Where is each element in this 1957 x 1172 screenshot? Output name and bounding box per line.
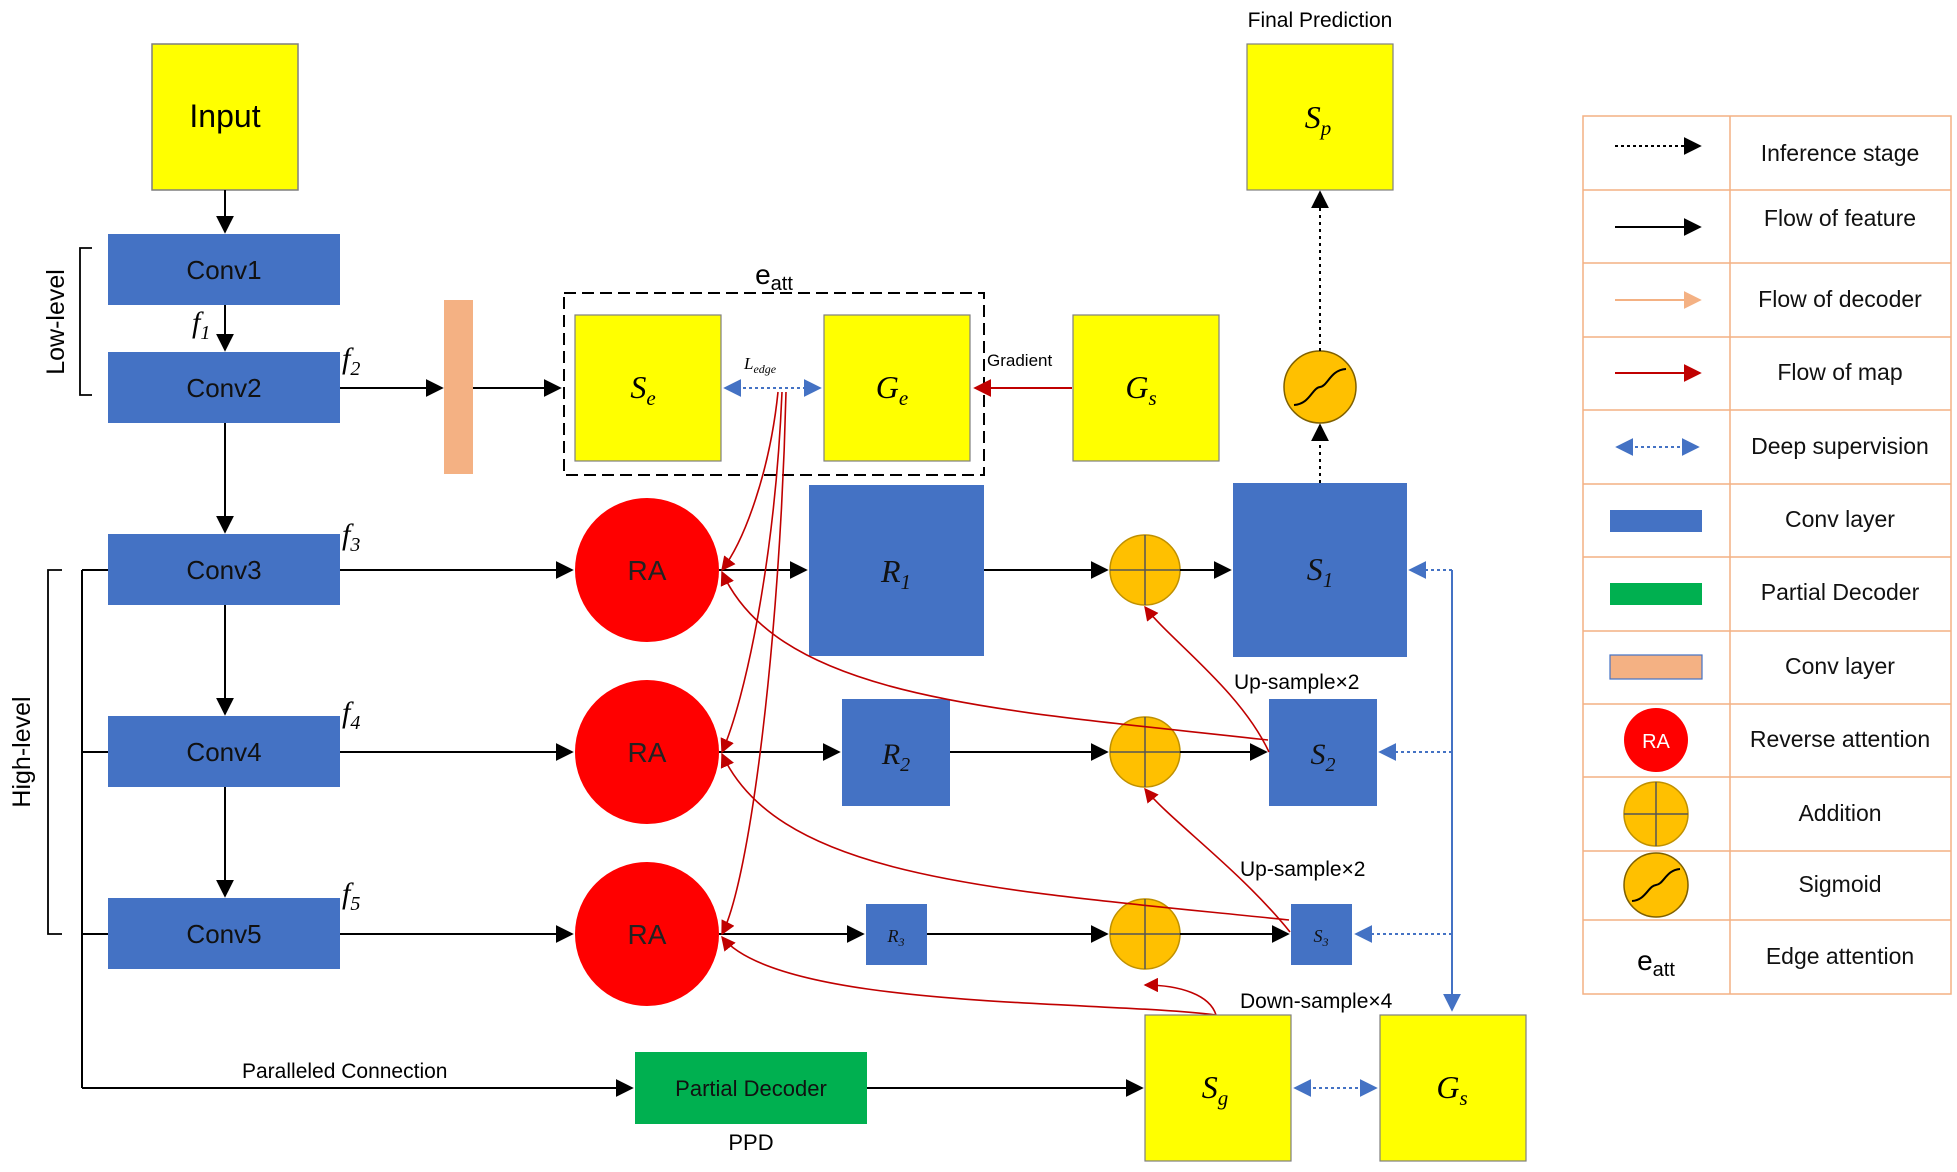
legend-label-map: Flow of map bbox=[1777, 359, 1902, 385]
legend-label-decoder: Flow of decoder bbox=[1758, 286, 1922, 312]
se-label: Se bbox=[630, 369, 655, 410]
gs-top-label: Gs bbox=[1125, 369, 1156, 410]
conv-to-ra-arrows bbox=[340, 561, 574, 943]
deep-supervision-lines bbox=[1354, 561, 1461, 1012]
legend-label-feature: Flow of feature bbox=[1764, 205, 1916, 231]
r-to-addition-arrows bbox=[927, 561, 1109, 943]
se-block: Se bbox=[574, 314, 722, 462]
r3-block: R3 bbox=[866, 904, 927, 965]
eatt-legend-symbol: eatt bbox=[1637, 945, 1675, 981]
legend-label-partial-decoder: Partial Decoder bbox=[1761, 579, 1920, 605]
green-rect-icon bbox=[1610, 583, 1702, 605]
legend-label-ra: Reverse attention bbox=[1750, 726, 1930, 752]
s2-block: S2 bbox=[1269, 699, 1377, 806]
upsample-map-flows bbox=[720, 570, 1291, 933]
r3-label: R3 bbox=[887, 926, 905, 949]
r2-block: R2 bbox=[842, 699, 950, 806]
low-level-label: Low-level bbox=[42, 269, 70, 375]
ppd-label: PPD bbox=[728, 1130, 773, 1155]
addition-node-1 bbox=[1109, 534, 1181, 606]
f3-label: f3 bbox=[342, 518, 360, 556]
downsample-label: Down-sample×4 bbox=[1240, 990, 1393, 1013]
ra-circle-3: RA bbox=[575, 862, 719, 1006]
input-block: Input bbox=[151, 43, 299, 191]
upsample-label-2: Up-sample×2 bbox=[1240, 858, 1365, 881]
partial-decoder-label: Partial Decoder bbox=[675, 1076, 827, 1101]
sg-block: Sg bbox=[1144, 1014, 1292, 1162]
input-label: Input bbox=[189, 98, 260, 134]
addition-to-s-arrows bbox=[1180, 561, 1290, 943]
conv4-block: Conv4 bbox=[108, 716, 340, 787]
legend-label-supervision: Deep supervision bbox=[1751, 433, 1929, 459]
s1-label: S1 bbox=[1307, 551, 1334, 592]
f2-label: f2 bbox=[342, 342, 360, 380]
high-level-bracket: High-level bbox=[8, 569, 62, 935]
gs-bottom-block: Gs bbox=[1379, 1014, 1527, 1162]
conv4-label: Conv4 bbox=[186, 737, 261, 767]
s2-label: S2 bbox=[1311, 738, 1336, 776]
r2-label: R2 bbox=[881, 738, 910, 776]
downsample-map-flows bbox=[721, 935, 1217, 1016]
r1-block: R1 bbox=[809, 485, 984, 656]
conv1-block: Conv1 bbox=[108, 234, 340, 305]
conv3-block: Conv3 bbox=[108, 534, 340, 605]
legend-label-conv: Conv layer bbox=[1785, 506, 1895, 532]
s3-block: S3 bbox=[1291, 904, 1352, 965]
addition-node-2 bbox=[1109, 716, 1181, 788]
ge-label: Ge bbox=[876, 369, 908, 410]
feature-labels: f1 f2 f3 f4 f5 bbox=[192, 306, 360, 915]
ra-circle-2: RA bbox=[575, 680, 719, 824]
conv2-label: Conv2 bbox=[186, 373, 261, 403]
ra-3-label: RA bbox=[628, 919, 667, 950]
sigmoid-node bbox=[1283, 350, 1357, 424]
low-level-bracket: Low-level bbox=[42, 247, 92, 396]
legend-label-inference: Inference stage bbox=[1761, 140, 1920, 166]
peach-conv-layer bbox=[444, 300, 473, 474]
sp-block: Sp bbox=[1246, 43, 1394, 191]
legend: RA eatt Inference stage Flow of feature … bbox=[1582, 115, 1952, 995]
gs-top-block: Gs bbox=[1072, 314, 1220, 462]
blue-rect-icon bbox=[1610, 510, 1702, 532]
f4-label: f4 bbox=[342, 696, 360, 734]
gs-bottom-label: Gs bbox=[1436, 1069, 1467, 1110]
partial-decoder-block: Partial Decoder bbox=[635, 1052, 867, 1124]
final-prediction-title: Final Prediction bbox=[1248, 9, 1393, 32]
conv2-block: Conv2 bbox=[108, 352, 340, 423]
ra-circle-icon: RA bbox=[1624, 708, 1688, 772]
gradient-label: Gradient bbox=[987, 351, 1052, 370]
paralleled-connection-label: Paralleled Connection bbox=[242, 1060, 447, 1083]
s3-label: S3 bbox=[1314, 926, 1329, 949]
ge-block: Ge bbox=[823, 314, 971, 462]
legend-label-addition: Addition bbox=[1798, 800, 1881, 826]
edge-map-flows bbox=[720, 391, 787, 936]
f5-label: f5 bbox=[342, 877, 360, 915]
high-level-label: High-level bbox=[8, 696, 36, 807]
addition-node-3 bbox=[1109, 898, 1181, 970]
legend-label-conv-peach: Conv layer bbox=[1785, 653, 1895, 679]
s1-block: S1 bbox=[1233, 483, 1407, 657]
conv5-block: Conv5 bbox=[108, 898, 340, 969]
f1-label: f1 bbox=[192, 306, 210, 344]
conv1-label: Conv1 bbox=[186, 255, 261, 285]
sp-label: Sp bbox=[1305, 99, 1332, 140]
ledge-label: Ledge bbox=[743, 354, 777, 376]
ra-2-label: RA bbox=[628, 737, 667, 768]
r1-label: R1 bbox=[880, 553, 911, 594]
paralleled-connection-lines bbox=[81, 569, 634, 1097]
sg-label: Sg bbox=[1202, 1069, 1229, 1110]
ra-circle-1: RA bbox=[575, 498, 719, 642]
conv5-label: Conv5 bbox=[186, 919, 261, 949]
ra-1-label: RA bbox=[628, 555, 667, 586]
legend-label-edge-attention: Edge attention bbox=[1766, 943, 1914, 969]
sigmoid-icon bbox=[1623, 852, 1689, 918]
ra-legend-text: RA bbox=[1642, 731, 1670, 753]
addition-icon bbox=[1623, 781, 1689, 847]
conv3-label: Conv3 bbox=[186, 555, 261, 585]
legend-label-sigmoid: Sigmoid bbox=[1798, 871, 1881, 897]
peach-rect-icon bbox=[1609, 654, 1703, 680]
eatt-label: eatt bbox=[755, 259, 793, 295]
upsample-label-1: Up-sample×2 bbox=[1234, 671, 1359, 694]
